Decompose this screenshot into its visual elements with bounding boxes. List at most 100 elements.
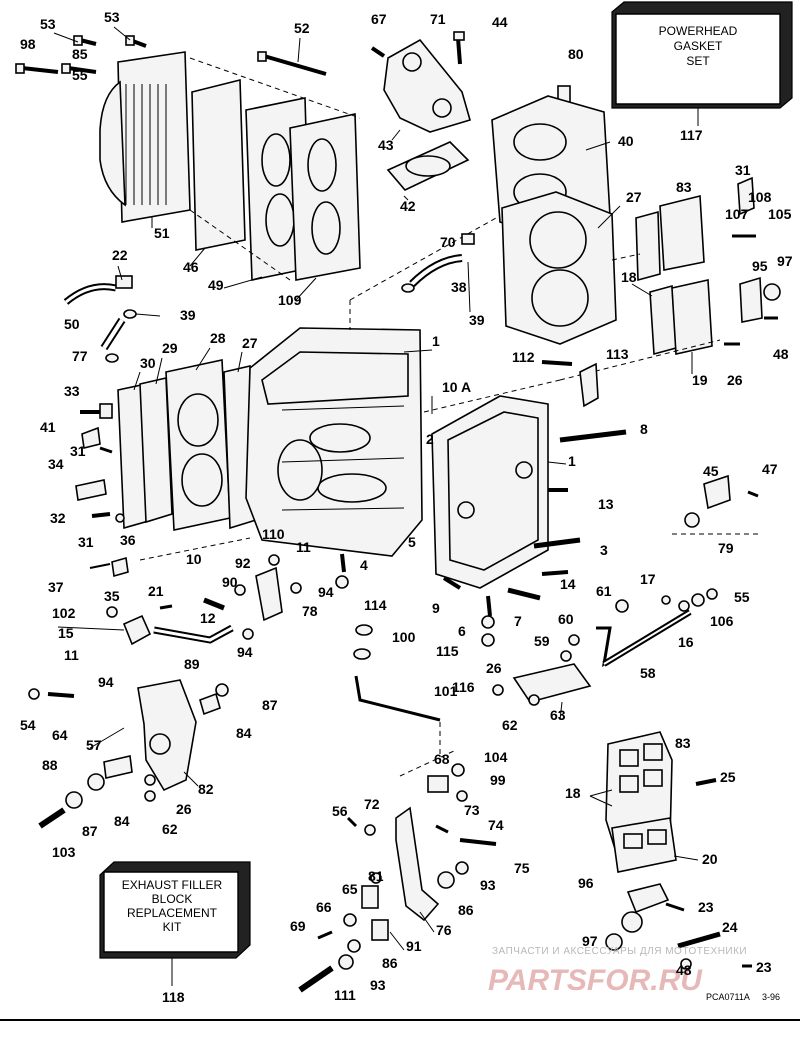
hoses-left xyxy=(63,265,161,363)
drawing-date: 3-96 xyxy=(762,992,780,1002)
part-callout-44: 44 xyxy=(492,14,508,30)
part-callout-48: 48 xyxy=(676,962,692,978)
part-callout-93: 93 xyxy=(480,877,496,893)
part-callout-111: 111 xyxy=(334,987,356,1003)
part-callout-104: 104 xyxy=(484,749,508,765)
part-callout-97: 97 xyxy=(582,933,598,949)
part-callout-8: 8 xyxy=(640,421,648,437)
part-callout-76: 76 xyxy=(436,922,452,938)
part-callout-38: 38 xyxy=(451,279,467,295)
part-callout-2: 2 xyxy=(426,431,434,447)
part-callout-97: 97 xyxy=(777,253,793,269)
exhaust-filler-block-box: EXHAUST FILLER BLOCK REPLACEMENT KIT xyxy=(99,861,251,986)
part-callout-70: 70 xyxy=(440,234,456,250)
part-callout-7: 7 xyxy=(514,613,522,629)
part-callout-79: 79 xyxy=(718,540,734,556)
part-callout-3: 3 xyxy=(600,542,608,558)
part-callout-64: 64 xyxy=(52,727,68,743)
part-callout-71: 71 xyxy=(430,11,446,27)
part-callout-12: 12 xyxy=(200,610,216,626)
part-callout-17: 17 xyxy=(640,571,656,587)
part-callout-31: 31 xyxy=(70,443,86,459)
part-callout-92: 92 xyxy=(235,555,251,571)
shift-linkage-89 xyxy=(139,537,302,644)
part-callout-84: 84 xyxy=(236,725,252,741)
part-callout-19: 19 xyxy=(692,372,708,388)
part-callout-39: 39 xyxy=(469,312,485,328)
part-callout-93: 93 xyxy=(370,977,386,993)
manifold-gasket-stack xyxy=(117,347,257,531)
part-callout-62: 62 xyxy=(502,717,518,733)
part-callout-15: 15 xyxy=(58,625,74,641)
part-callout-90: 90 xyxy=(222,574,238,590)
part-callout-113: 113 xyxy=(606,346,629,362)
part-callout-23: 23 xyxy=(698,899,714,915)
part-callout-74: 74 xyxy=(488,817,504,833)
part-callout-53: 53 xyxy=(104,9,120,25)
part-callout-37: 37 xyxy=(48,579,64,595)
intake-manifold-20 xyxy=(589,731,717,873)
part-callout-106: 106 xyxy=(710,613,734,629)
exhaust-box-line-4: KIT xyxy=(163,920,182,934)
part-callout-96: 96 xyxy=(578,875,594,891)
powerhead-box-line-1: POWERHEAD xyxy=(659,24,738,38)
part-callout-30: 30 xyxy=(140,355,156,371)
part-callout-22: 22 xyxy=(112,247,128,263)
lower-right-linkage xyxy=(605,883,752,970)
top-bracket-assembly xyxy=(370,31,571,201)
part-callout-35: 35 xyxy=(104,588,120,604)
part-callout-59: 59 xyxy=(534,633,550,649)
part-callout-78: 78 xyxy=(302,603,318,619)
part-callout-11: 11 xyxy=(64,647,79,663)
part-callout-25: 25 xyxy=(720,769,736,785)
part-callout-27: 27 xyxy=(242,335,258,351)
part-callout-48: 48 xyxy=(773,346,789,362)
part-callout-10A: 10 A xyxy=(442,379,471,395)
part-callout-60: 60 xyxy=(558,611,574,627)
part-callout-43: 43 xyxy=(378,137,394,153)
exhaust-box-line-2: BLOCK xyxy=(152,892,193,906)
part-callout-65: 65 xyxy=(342,881,358,897)
part-callout-80: 80 xyxy=(568,46,584,62)
part-callout-9: 9 xyxy=(432,600,440,616)
part-callout-86: 86 xyxy=(382,955,398,971)
part-callout-51: 51 xyxy=(154,225,170,241)
left-side-fittings xyxy=(57,403,173,646)
powerhead-box-line-2: GASKET xyxy=(674,39,723,53)
part-callout-13: 13 xyxy=(598,496,614,512)
part-callout-26: 26 xyxy=(176,801,192,817)
part-callout-94: 94 xyxy=(237,644,253,660)
exhaust-box-line-3: REPLACEMENT xyxy=(127,906,218,920)
part-callout-32: 32 xyxy=(50,510,66,526)
part-callout-68: 68 xyxy=(434,751,450,767)
part-callout-28: 28 xyxy=(210,330,226,346)
part-callout-109: 109 xyxy=(278,292,302,308)
part-callout-18: 18 xyxy=(565,785,581,801)
part-callout-23: 23 xyxy=(756,959,772,975)
part-callout-55: 55 xyxy=(72,67,88,83)
part-callout-89: 89 xyxy=(184,656,200,672)
part-callout-50: 50 xyxy=(64,316,80,332)
part-callout-99: 99 xyxy=(490,772,506,788)
part-callout-21: 21 xyxy=(148,583,164,599)
part-callout-31: 31 xyxy=(78,534,94,550)
part-callout-16: 16 xyxy=(678,634,694,650)
cylinder-head-assembly xyxy=(349,95,621,345)
right-bracket-45 xyxy=(672,474,760,535)
part-callout-14: 14 xyxy=(560,576,576,592)
part-callout-5: 5 xyxy=(408,534,416,550)
top-left-bolts xyxy=(15,26,327,76)
part-callout-84: 84 xyxy=(114,813,130,829)
part-callout-117: 117 xyxy=(680,127,703,143)
part-callout-87: 87 xyxy=(82,823,98,839)
part-callout-94: 94 xyxy=(98,674,114,690)
part-callout-101: 101 xyxy=(434,683,458,699)
drawing-code: PCA0711A xyxy=(706,992,750,1002)
part-callout-69: 69 xyxy=(290,918,306,934)
part-callout-41: 41 xyxy=(40,419,56,435)
part-callout-53: 53 xyxy=(40,16,56,32)
part-callout-63: 63 xyxy=(550,707,566,723)
part-callout-31: 31 xyxy=(735,162,751,178)
part-callout-83: 83 xyxy=(675,735,691,751)
